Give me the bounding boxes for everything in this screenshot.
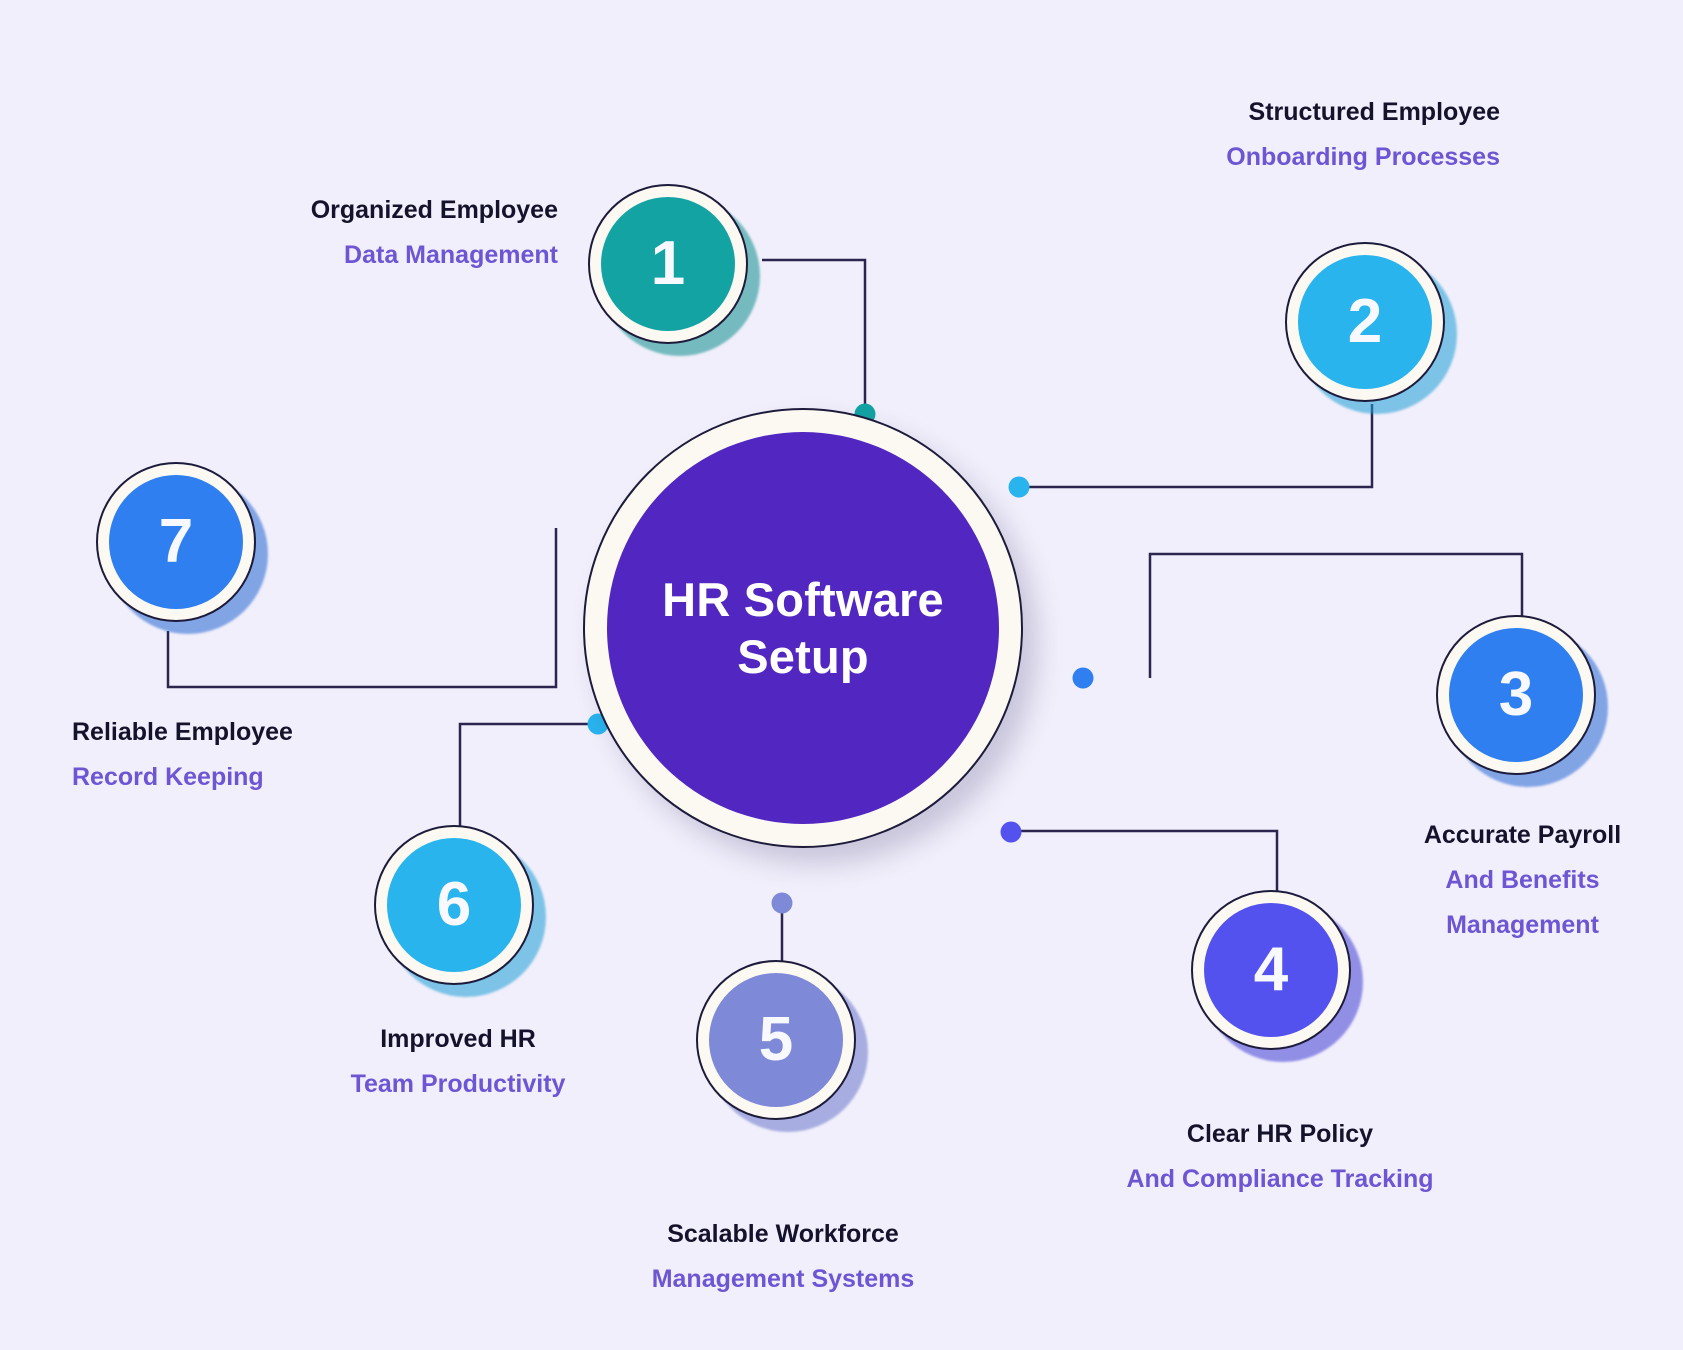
node-2-label-line2: Onboarding Processes xyxy=(1226,143,1500,171)
node-3-label-line3: Management xyxy=(1446,911,1599,939)
node-1-label-line2: Data Management xyxy=(344,241,558,269)
node-3-number: 3 xyxy=(1498,660,1534,729)
hub-dot-5 xyxy=(771,892,793,914)
node-6[interactable]: 6 xyxy=(374,825,546,997)
node-6-label: Improved HR Team Productivity xyxy=(288,1027,628,1117)
hub-title-line2: Setup xyxy=(737,630,869,683)
node-6-label-line2: Team Productivity xyxy=(350,1070,566,1098)
wire-2 xyxy=(1019,404,1374,489)
hub-dot-3 xyxy=(1072,667,1094,689)
node-6-label-line1: Improved HR xyxy=(380,1025,536,1053)
node-3-label-line1: Accurate Payroll xyxy=(1423,821,1622,849)
node-1-core: 1 xyxy=(601,197,735,331)
node-7-label-line1: Reliable Employee xyxy=(72,718,293,746)
node-1[interactable]: 1 xyxy=(588,184,760,356)
node-7[interactable]: 7 xyxy=(96,462,268,634)
node-5-label-line2: Management Systems xyxy=(651,1265,915,1293)
wire-4 xyxy=(1010,829,1279,895)
hub-title: HR Software Setup xyxy=(662,571,944,686)
node-2-number: 2 xyxy=(1347,287,1383,356)
node-1-number: 1 xyxy=(650,229,686,298)
node-5-number: 5 xyxy=(758,1005,794,1074)
node-6-core: 6 xyxy=(387,838,521,972)
wire-6 xyxy=(458,722,597,830)
node-4-label-line2: And Compliance Tracking xyxy=(1126,1165,1434,1193)
node-7-label-line2: Record Keeping xyxy=(72,763,264,791)
node-5-label: Scalable Workforce Management Systems xyxy=(588,1222,978,1312)
node-3-label-line2: And Benefits xyxy=(1445,866,1600,894)
node-6-number: 6 xyxy=(436,870,472,939)
node-7-core: 7 xyxy=(109,475,243,609)
node-5-core: 5 xyxy=(709,973,843,1107)
node-5[interactable]: 5 xyxy=(696,960,868,1132)
hub-core: HR Software Setup xyxy=(607,432,999,824)
node-4[interactable]: 4 xyxy=(1191,890,1363,1062)
node-3-label: Accurate Payroll And Benefits Management xyxy=(1350,823,1683,958)
wire-1 xyxy=(762,258,867,413)
node-3[interactable]: 3 xyxy=(1436,615,1608,787)
node-4-label: Clear HR Policy And Compliance Tracking xyxy=(1080,1122,1480,1212)
node-7-label: Reliable Employee Record Keeping xyxy=(72,720,412,810)
node-5-label-line1: Scalable Workforce xyxy=(667,1220,899,1248)
node-4-number: 4 xyxy=(1253,935,1289,1004)
node-1-label-line1: Organized Employee xyxy=(310,196,558,224)
central-hub[interactable]: HR Software Setup xyxy=(583,408,1023,848)
node-3-core: 3 xyxy=(1449,628,1583,762)
node-1-label: Organized Employee Data Management xyxy=(238,198,558,288)
node-2-core: 2 xyxy=(1298,255,1432,389)
node-7-number: 7 xyxy=(158,507,194,576)
hub-title-line1: HR Software xyxy=(662,572,944,626)
node-4-label-line1: Clear HR Policy xyxy=(1186,1120,1374,1148)
node-2-label: Structured Employee Onboarding Processes xyxy=(1080,100,1500,190)
node-4-core: 4 xyxy=(1204,903,1338,1037)
node-2-label-line1: Structured Employee xyxy=(1248,98,1500,126)
node-2[interactable]: 2 xyxy=(1285,242,1457,414)
